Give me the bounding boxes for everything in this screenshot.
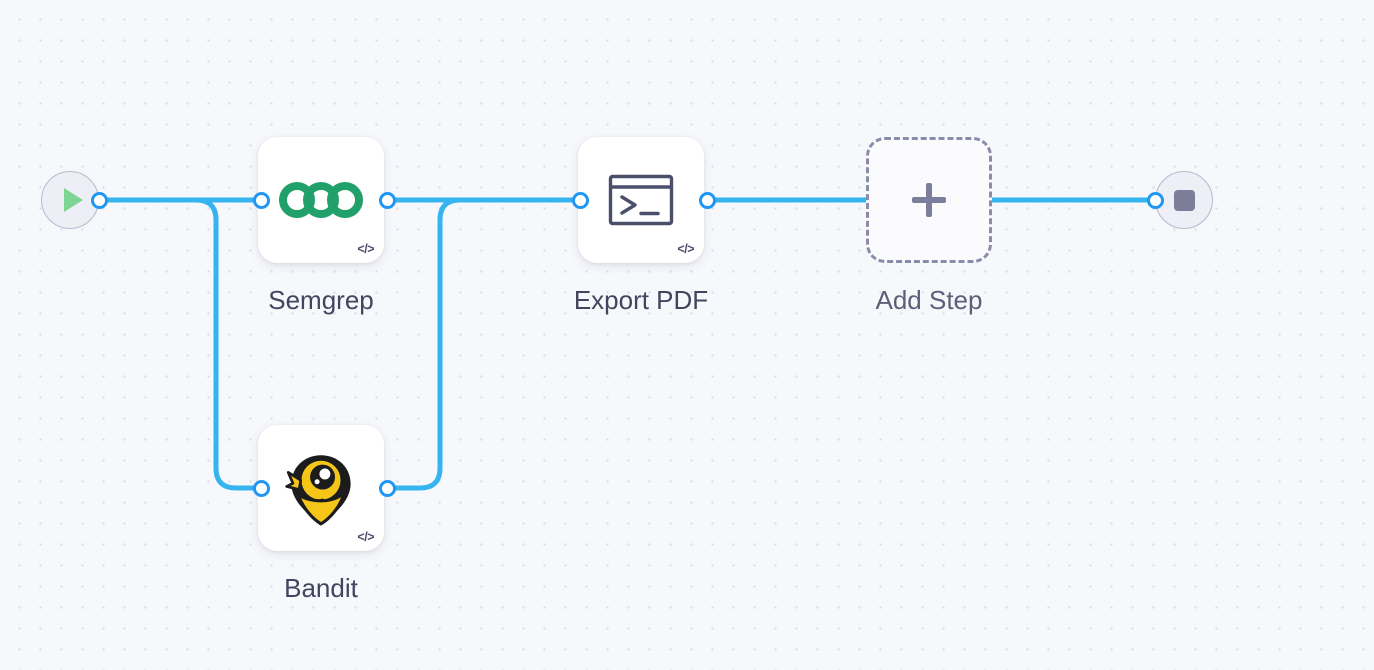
semgrep-logo-icon: [279, 182, 363, 218]
step-node-semgrep[interactable]: </>: [258, 137, 384, 263]
port-bandit-in[interactable]: [253, 480, 270, 497]
port-semgrep-in[interactable]: [253, 192, 270, 209]
port-export-pdf-in[interactable]: [572, 192, 589, 209]
code-badge-icon: </>: [357, 530, 374, 544]
add-step-label: Add Step: [875, 285, 983, 315]
stop-icon: [1173, 189, 1195, 211]
bandit-logo-icon: [285, 455, 351, 526]
add-step-button[interactable]: [866, 137, 992, 263]
terminal-icon: [608, 174, 674, 226]
start-node[interactable]: [41, 171, 99, 229]
port-bandit-out[interactable]: [379, 480, 396, 497]
step-node-export-pdf[interactable]: </>: [578, 137, 704, 263]
edge-start-to-bandit: [96, 197, 264, 491]
code-badge-icon: </>: [677, 242, 694, 256]
end-node[interactable]: [1155, 171, 1213, 229]
port-start-out[interactable]: [91, 192, 108, 209]
step-label-semgrep: Semgrep: [268, 285, 374, 315]
code-badge-icon: </>: [357, 242, 374, 256]
step-label-bandit: Bandit: [284, 573, 358, 603]
edge-bandit-to-export: [384, 197, 583, 491]
step-label-export-pdf: Export PDF: [573, 285, 709, 315]
play-icon: [63, 188, 83, 212]
plus-icon: [912, 183, 946, 217]
step-node-bandit[interactable]: </>: [258, 425, 384, 551]
port-end-in[interactable]: [1147, 192, 1164, 209]
port-semgrep-out[interactable]: [379, 192, 396, 209]
port-export-pdf-out[interactable]: [699, 192, 716, 209]
